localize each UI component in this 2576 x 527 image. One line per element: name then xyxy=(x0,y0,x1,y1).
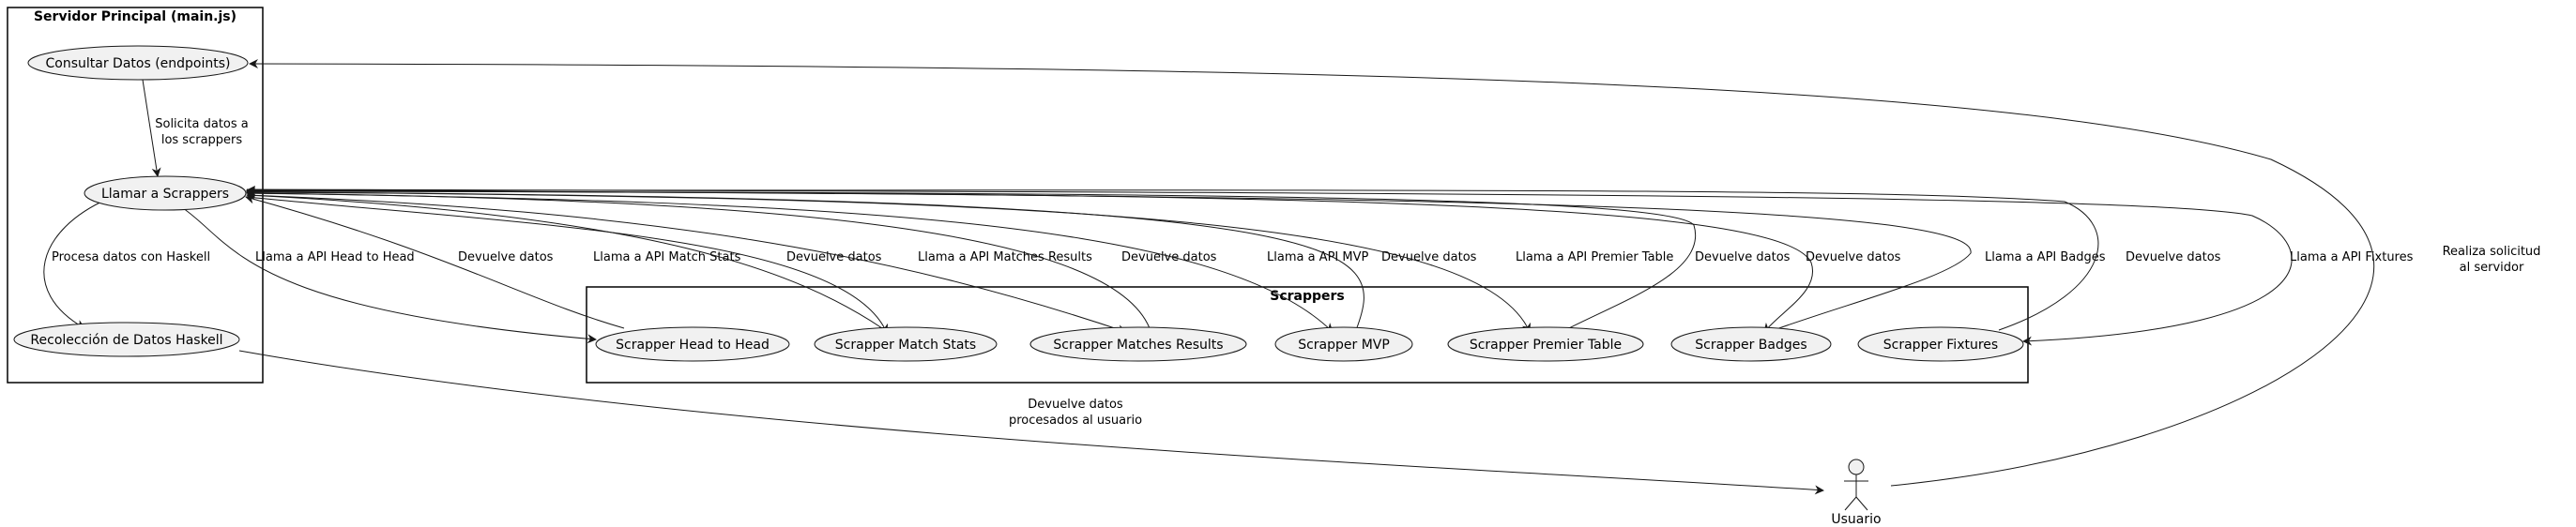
edge-dev-fixtures xyxy=(246,185,2099,331)
use-case-scrapper-badges-label: Scrapper Badges xyxy=(1695,338,1806,353)
edge-label-dev-badges: Devuelve datos xyxy=(1806,250,1901,264)
use-case-consultar[interactable]: Consultar Datos (endpoints) xyxy=(27,45,249,81)
edge-label-dev-matches-results: Devuelve datos xyxy=(1121,250,1217,264)
edge-devuelve-procesados xyxy=(238,350,1824,495)
use-case-scrapper-matches-results-label: Scrapper Matches Results xyxy=(1053,338,1223,353)
edge-label-solicita-2: los scrappers xyxy=(161,133,243,147)
use-case-llamar[interactable]: Llamar a Scrappers xyxy=(84,175,247,211)
use-case-scrapper-badges[interactable]: Scrapper Badges xyxy=(1670,326,1832,362)
use-case-llamar-label: Llamar a Scrappers xyxy=(101,187,229,202)
edge-api-mvp xyxy=(246,192,1334,333)
edge-dev-premier xyxy=(246,187,1697,331)
edge-label-solicita-1: Solicita datos a xyxy=(155,117,249,131)
edge-label-api-mvp: Llama a API MVP xyxy=(1267,250,1368,264)
edge-realiza xyxy=(249,59,2375,487)
use-case-scrapper-mvp[interactable]: Scrapper MVP xyxy=(1274,326,1413,362)
edge-label-api-fixtures: Llama a API Fixtures xyxy=(2290,250,2414,264)
edge-dev-match-stats xyxy=(246,190,883,329)
edge-label-api-h2h: Llama a API Head to Head xyxy=(255,250,415,264)
edge-label-api-badges: Llama a API Badges xyxy=(1985,250,2106,264)
use-case-consultar-label: Consultar Datos (endpoints) xyxy=(46,56,231,71)
edge-api-badges xyxy=(246,186,1972,331)
use-case-recoleccion-label: Recolección de Datos Haskell xyxy=(30,333,222,348)
use-case-scrapper-match-stats[interactable]: Scrapper Match Stats xyxy=(814,326,998,362)
edge-label-dev-mvp: Devuelve datos xyxy=(1381,250,1477,264)
edge-label-realiza-2: al servidor xyxy=(2460,261,2524,275)
use-case-scrapper-h2h[interactable]: Scrapper Head to Head xyxy=(595,326,790,362)
use-case-scrapper-fixtures[interactable]: Scrapper Fixtures xyxy=(1857,326,2024,362)
edge-label-api-matches-results: Llama a API Matches Results xyxy=(918,250,1092,264)
edge-label-realiza-1: Realiza solicitud xyxy=(2443,245,2541,259)
edge-label-dev-premier: Devuelve datos xyxy=(1695,250,1791,264)
edge-api-match-stats xyxy=(246,196,889,334)
edge-api-fixtures xyxy=(246,188,2293,346)
edge-label-dev-h2h: Devuelve datos xyxy=(458,250,554,264)
use-case-scrapper-matches-results[interactable]: Scrapper Matches Results xyxy=(1029,326,1247,362)
use-case-scrapper-fixtures-label: Scrapper Fixtures xyxy=(1883,338,1998,353)
server-frame-title: Servidor Principal (main.js) xyxy=(34,9,236,24)
edge-solicita xyxy=(142,79,161,177)
edge-api-h2h xyxy=(182,207,597,344)
edge-procesa xyxy=(43,198,109,329)
actor-usuario[interactable]: Usuario xyxy=(1831,459,1882,527)
use-case-recoleccion[interactable]: Recolección de Datos Haskell xyxy=(13,322,240,357)
use-case-scrapper-premier-table-label: Scrapper Premier Table xyxy=(1470,338,1622,353)
use-case-scrapper-h2h-label: Scrapper Head to Head xyxy=(616,338,770,353)
edge-label-dev-fixtures: Devuelve datos xyxy=(2126,250,2221,264)
edge-api-matches-results xyxy=(246,194,1127,334)
edge-label-procesa: Procesa datos con Haskell xyxy=(52,250,210,264)
stick-figure-icon xyxy=(1844,459,1868,511)
edge-label-devuelve-procesados-1: Devuelve datos xyxy=(1028,398,1123,412)
edge-label-api-match-stats: Llama a API Match Stats xyxy=(593,250,741,264)
edges: Solicita datos a los scrappers Procesa d… xyxy=(43,59,2541,495)
edge-label-devuelve-procesados-2: procesados al usuario xyxy=(1009,414,1142,428)
use-case-scrapper-premier-table[interactable]: Scrapper Premier Table xyxy=(1447,326,1644,362)
edge-label-api-premier: Llama a API Premier Table xyxy=(1516,250,1673,264)
use-case-scrapper-match-stats-label: Scrapper Match Stats xyxy=(835,338,976,353)
actor-usuario-label: Usuario xyxy=(1831,512,1881,527)
edge-dev-h2h xyxy=(245,194,625,329)
use-case-scrapper-mvp-label: Scrapper MVP xyxy=(1298,338,1390,353)
edge-api-premier xyxy=(246,191,1531,333)
edge-label-dev-match-stats: Devuelve datos xyxy=(786,250,882,264)
